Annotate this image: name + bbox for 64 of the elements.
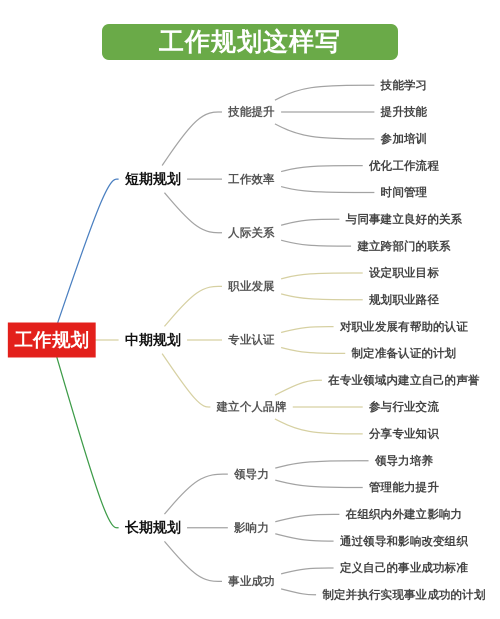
node-text: 事业成功 [228,574,275,588]
connector [275,533,334,542]
node-text: 影响力 [234,520,270,535]
connector [280,588,316,596]
node-text: 对职业发展有帮助的认证 [340,319,468,334]
connector [57,178,119,324]
node-text: 时间管理 [380,185,428,200]
connector [280,218,340,226]
connector [187,339,222,341]
node-text: 中期规划 [124,332,181,348]
node-text: 提升技能 [380,104,428,119]
connector [274,123,374,140]
node-text: 在专业领域内建立自己的声誉 [328,373,480,388]
connector [164,286,222,327]
node-text: 通过领导和影响改变组织 [340,534,468,548]
connector [280,240,352,247]
node-text: 制定准备认证的计划 [351,346,456,360]
node-text: 管理能力提升 [368,480,439,494]
node-text: 规划职业路径 [368,292,439,307]
connector [281,111,374,113]
title-banner: 工作规划这样写 [102,24,398,60]
connector [164,540,222,582]
connector [280,346,346,354]
node-text: 定义自己的事业成功标准 [340,560,468,575]
node-text: 职业发展 [228,279,275,294]
connector [162,111,222,166]
connector [164,192,222,234]
connector [280,293,363,300]
connector [275,514,340,522]
connector [280,567,334,574]
node-text: 参与行业交流 [368,400,439,414]
connector [275,480,363,488]
node-text: 长期规划 [124,520,181,536]
node-text: 技能提升 [228,104,275,119]
connector [280,165,363,172]
node-text: 优化工作流程 [368,158,439,172]
connector [95,339,119,341]
connector [274,418,363,434]
node-text: 参加培训 [380,132,428,146]
connector [280,326,334,334]
node-text: 在组织内外建立影响力 [346,507,462,522]
node-text: 工作效率 [228,172,275,186]
connector [274,380,322,396]
connector [275,460,369,469]
node-box: 工作规划 [8,322,96,358]
node-text: 领导力 [234,466,270,481]
node-text: 领导力培养 [374,454,434,468]
node-text: 人际关系 [228,226,275,240]
connector [274,84,374,101]
node-text: 短期规划 [124,170,181,188]
node-text: 制定并执行实现事业成功的计划 [322,588,486,602]
connector [187,178,222,180]
connector [164,473,228,515]
connector [187,527,228,528]
connector [56,356,119,528]
node-text: 分享专业知识 [368,426,439,441]
node-text: 专业认证 [228,332,275,347]
connector [162,353,210,408]
connector [280,186,374,194]
node-text: 设定职业目标 [368,266,439,280]
node-text: 与同事建立良好的关系 [346,212,462,226]
connector [280,272,363,280]
node-text: 技能学习 [380,78,428,92]
connector [292,406,363,408]
